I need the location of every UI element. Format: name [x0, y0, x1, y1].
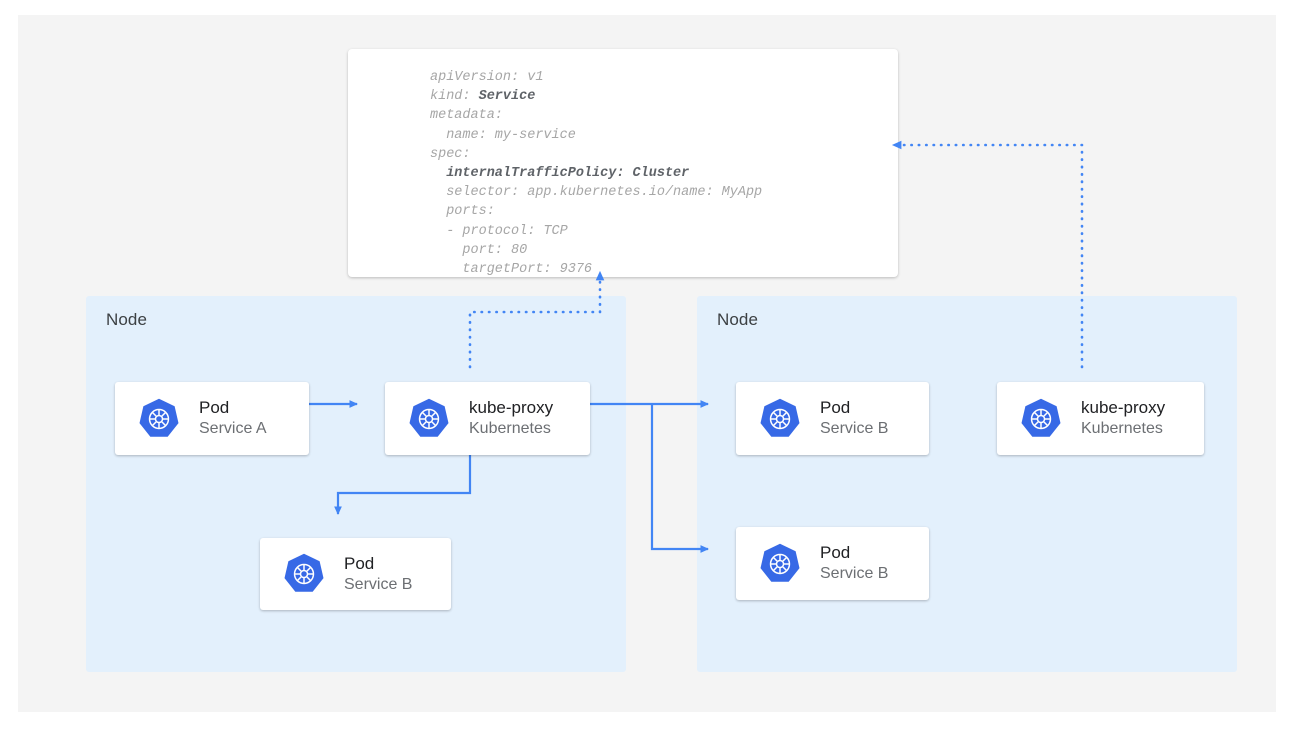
entity-title: Pod: [820, 398, 851, 418]
kubernetes-logo-icon: [758, 397, 802, 441]
kubernetes-logo-icon: [137, 397, 181, 441]
yaml-line-text: selector: app.kubernetes.io/name: MyApp: [430, 185, 763, 201]
yaml-line-2: metadata:: [430, 106, 762, 125]
entity-text: Pod Service B: [820, 398, 888, 438]
yaml-line-text: [430, 166, 446, 181]
kubernetes-logo-icon: [282, 552, 326, 596]
entity-pod-service-b-right-2[interactable]: Pod Service B: [736, 527, 929, 600]
yaml-line-9: port: 80: [430, 241, 762, 260]
yaml-line-text: apiVersion: v1: [430, 70, 544, 85]
entity-kube-proxy-left[interactable]: kube-proxy Kubernetes: [385, 382, 590, 455]
node-panel-left: Node: [86, 296, 626, 672]
yaml-line-0: apiVersion: v1: [430, 68, 762, 87]
entity-title: Pod: [344, 553, 375, 573]
entity-subtitle: Kubernetes: [469, 420, 551, 438]
entity-subtitle: Service B: [344, 575, 413, 593]
entity-title: kube-proxy: [1081, 398, 1166, 418]
kubernetes-logo-icon: [1019, 397, 1063, 441]
yaml-line-5: internalTrafficPolicy: Cluster: [430, 164, 762, 183]
entity-text: kube-proxy Kubernetes: [1081, 398, 1165, 438]
entity-subtitle: Service B: [820, 420, 889, 438]
yaml-line-10: targetPort: 9376: [430, 260, 762, 279]
diagram-canvas: apiVersion: v1 kind: Service metadata: nam…: [18, 15, 1276, 712]
entity-subtitle: Kubernetes: [1081, 420, 1163, 438]
kubernetes-logo-icon: [758, 542, 802, 586]
yaml-line-text: metadata:: [430, 108, 503, 124]
yaml-line-1: kind: Service: [430, 87, 762, 106]
yaml-line-7: ports:: [430, 202, 762, 221]
kubernetes-logo-icon: [407, 397, 451, 441]
entity-title: Pod: [820, 543, 851, 563]
yaml-line-text: - protocol: TCP: [430, 223, 568, 239]
entity-pod-service-b-right-1[interactable]: Pod Service B: [736, 382, 929, 455]
yaml-line-6: selector: app.kubernetes.io/name: MyApp: [430, 183, 762, 202]
node-panel-right: Node: [697, 296, 1237, 672]
yaml-line-emphasis: internalTrafficPolicy: Cluster: [446, 166, 690, 182]
entity-pod-service-b-left[interactable]: Pod Service B: [260, 538, 451, 610]
yaml-line-text: port: 80: [430, 242, 528, 258]
yaml-line-text: name: my-service: [430, 127, 576, 143]
entity-subtitle: Service A: [199, 420, 267, 438]
entity-text: kube-proxy Kubernetes: [469, 398, 553, 438]
yaml-line-emphasis: Service: [478, 89, 536, 105]
yaml-line-4: spec:: [430, 145, 762, 164]
node-label-left: Node: [106, 310, 148, 329]
yaml-line-text: spec:: [430, 146, 471, 162]
yaml-line-text: targetPort: 9376: [430, 262, 593, 278]
entity-text: Pod Service B: [820, 543, 888, 583]
entity-subtitle: Service B: [820, 565, 889, 583]
yaml-line-text: ports:: [430, 204, 495, 220]
entity-title: kube-proxy: [469, 398, 554, 418]
entity-pod-service-a[interactable]: Pod Service A: [115, 382, 309, 455]
entity-title: Pod: [199, 398, 230, 418]
service-spec-yaml-card: apiVersion: v1 kind: Service metadata: nam…: [348, 49, 898, 277]
service-spec-yaml-text: apiVersion: v1 kind: Service metadata: nam…: [430, 68, 762, 279]
yaml-line-text: kind:: [430, 89, 479, 105]
entity-kube-proxy-right[interactable]: kube-proxy Kubernetes: [997, 382, 1204, 455]
entity-text: Pod Service A: [199, 398, 267, 438]
yaml-line-8: - protocol: TCP: [430, 222, 762, 241]
yaml-line-3: name: my-service: [430, 126, 762, 145]
node-label-right: Node: [717, 310, 759, 329]
entity-text: Pod Service B: [344, 554, 412, 594]
